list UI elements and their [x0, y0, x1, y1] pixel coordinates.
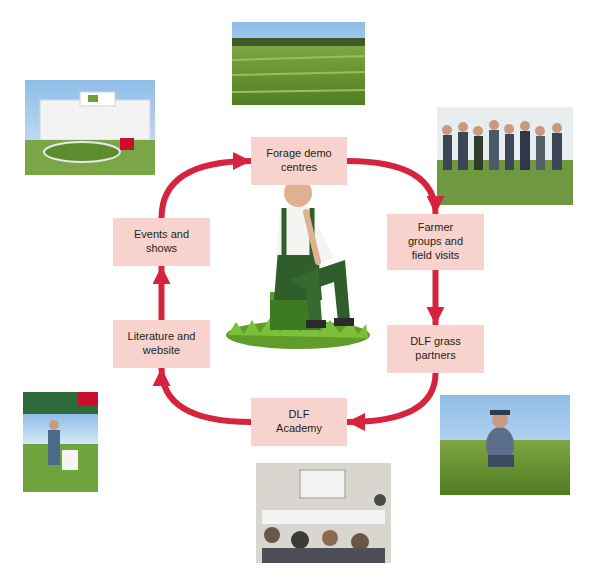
- process-box: Farmer groups and field visits: [387, 214, 484, 270]
- seated-man-figure: [226, 179, 370, 349]
- flow-arrow: [162, 161, 252, 218]
- flow-arrow: [347, 373, 436, 422]
- academy-photo: [256, 463, 391, 563]
- box-label: Forage demo centres: [265, 147, 333, 175]
- process-box: Events and shows: [113, 218, 210, 266]
- flow-arrow: [347, 161, 436, 214]
- box-label: Events and shows: [127, 228, 196, 256]
- box-label: Literature and website: [127, 330, 196, 358]
- flow-arrow: [159, 266, 165, 320]
- flow-arrow: [433, 270, 439, 325]
- process-box: Literature and website: [113, 320, 210, 368]
- event-photo: [25, 80, 155, 175]
- box-label: DLF grass partners: [401, 335, 470, 363]
- process-box: DLF grass partners: [387, 325, 484, 373]
- field-photo: [232, 22, 365, 105]
- box-label: DLF Academy: [265, 408, 333, 436]
- process-box: DLF Academy: [251, 398, 347, 446]
- group-photo: [437, 107, 573, 205]
- brochure-photo: [23, 392, 98, 492]
- partner-photo: [440, 395, 570, 495]
- process-box: Forage demo centres: [251, 137, 347, 185]
- flow-arrow: [162, 368, 252, 422]
- box-label: Farmer groups and field visits: [401, 221, 470, 262]
